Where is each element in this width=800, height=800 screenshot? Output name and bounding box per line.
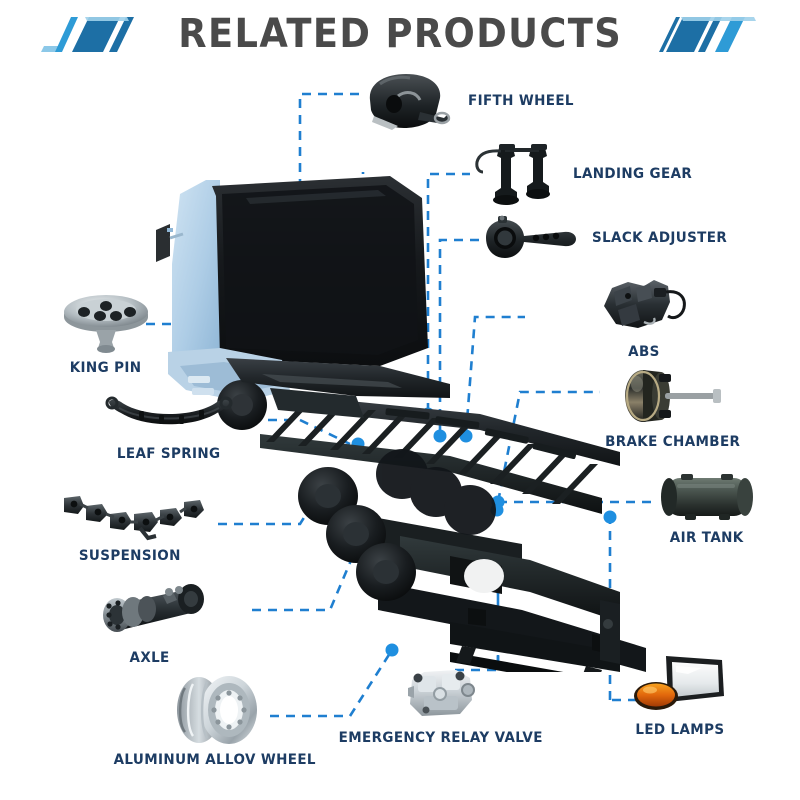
led-lamps-icon (632, 650, 728, 716)
part-aluminum-alloy-wheel[interactable]: ALUMINUM ALLOV WHEEL (108, 674, 322, 768)
label-leaf-spring: LEAF SPRING (117, 446, 221, 462)
fifth-wheel-icon (358, 70, 454, 132)
wire-aluminum-alloy-wheel (270, 649, 394, 718)
king-pin-icon (58, 290, 154, 354)
part-air-tank[interactable]: AIR TANK (652, 470, 762, 546)
dot-aluminum-alloy-wheel (385, 643, 399, 657)
part-abs[interactable]: ABS (598, 272, 690, 360)
part-led-lamps[interactable]: LED LAMPS (620, 650, 740, 738)
suspension-icon (56, 492, 204, 542)
header-decoration-right (659, 12, 759, 56)
wire-brake-chamber (496, 390, 600, 503)
slack-adjuster-icon (478, 214, 578, 262)
label-landing-gear: LANDING GEAR (573, 166, 693, 182)
emergency-relay-valve-icon (398, 662, 484, 724)
label-aluminum-alloy-wheel: ALUMINUM ALLOV WHEEL (113, 752, 317, 768)
part-fifth-wheel[interactable]: FIFTH WHEEL (358, 70, 582, 132)
label-axle: AXLE (129, 650, 171, 666)
part-leaf-spring[interactable]: LEAF SPRING (98, 394, 240, 462)
abs-icon (598, 272, 690, 338)
part-slack-adjuster[interactable]: SLACK ADJUSTER (478, 214, 737, 262)
wire-suspension (218, 491, 322, 526)
dot-slack-adjuster (433, 429, 447, 443)
axle-icon (87, 582, 213, 644)
label-slack-adjuster: SLACK ADJUSTER (592, 230, 728, 246)
label-suspension: SUSPENSION (79, 548, 181, 564)
brake-chamber-icon (615, 362, 731, 428)
label-air-tank: AIR TANK (670, 530, 744, 546)
aluminum-alloy-wheel-icon (163, 674, 267, 746)
part-king-pin[interactable]: KING PIN (48, 290, 164, 376)
label-brake-chamber: BRAKE CHAMBER (604, 434, 741, 450)
dot-led-lamps (603, 510, 617, 524)
header-bar: RELATED PRODUCTS (0, 0, 800, 68)
wire-slack-adjuster (438, 238, 485, 434)
label-abs: ABS (628, 344, 660, 360)
landing-gear-icon (465, 140, 559, 208)
diagram-canvas: FIFTH WHEEL LANDING GEAR (0, 62, 800, 800)
leaf-spring-icon (105, 394, 233, 440)
label-led-lamps: LED LAMPS (635, 722, 725, 738)
label-king-pin: KING PIN (70, 360, 142, 376)
part-suspension[interactable]: SUSPENSION (50, 492, 210, 564)
page-title: RELATED PRODUCTS (178, 11, 622, 57)
part-landing-gear[interactable]: LANDING GEAR (465, 140, 701, 208)
wire-fifth-wheel (298, 92, 360, 332)
label-emergency-relay-valve: EMERGENCY RELAY VALVE (338, 730, 544, 746)
wire-abs (464, 315, 525, 435)
part-axle[interactable]: AXLE (82, 582, 218, 666)
label-fifth-wheel: FIFTH WHEEL (468, 93, 574, 109)
part-brake-chamber[interactable]: BRAKE CHAMBER (600, 362, 745, 450)
air-tank-icon (655, 470, 759, 524)
header-decoration-left (40, 12, 141, 56)
part-emergency-relay-valve[interactable]: EMERGENCY RELAY VALVE (338, 662, 544, 746)
truck-trailer-illustration (150, 152, 660, 672)
